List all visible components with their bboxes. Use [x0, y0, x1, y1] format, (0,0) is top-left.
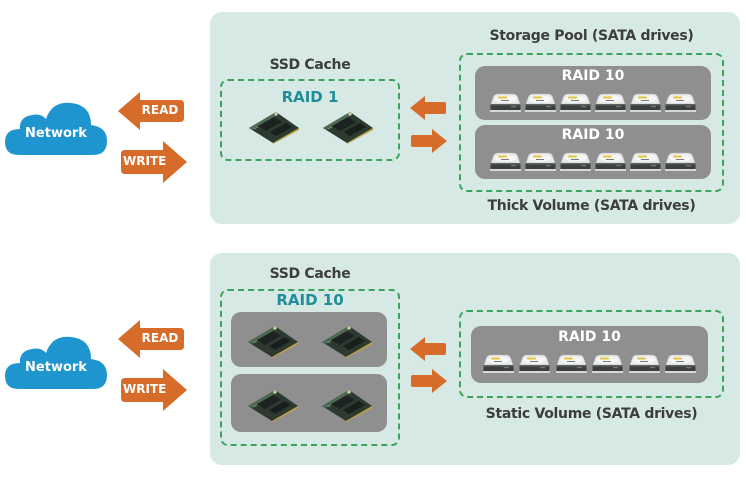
sata-hard-drive-icon: [559, 151, 592, 173]
ssd-group: [231, 374, 387, 432]
volume-title: Thick Volume (SATA drives): [487, 198, 696, 214]
write-arrow: WRITE: [121, 369, 187, 411]
network-label: Network: [25, 360, 87, 375]
ssd-raid-label: RAID 10: [276, 291, 344, 309]
raid-group-label: RAID 10: [561, 127, 625, 143]
sata-hard-drive-icon: [594, 92, 627, 114]
sata-hard-drive-icon: [591, 353, 624, 375]
write-label: WRITE: [123, 382, 167, 396]
ssd-drive-icon: [245, 324, 301, 358]
ssd-cache-box: [220, 79, 400, 161]
sata-hard-drive-icon: [482, 353, 515, 375]
ssd-drive-icon: [246, 110, 302, 144]
raid-group: RAID 10: [475, 125, 711, 179]
sata-hard-drive-icon: [524, 92, 557, 114]
ssd-drive-icon: [245, 388, 301, 422]
ssd-drive-icon: [319, 324, 375, 358]
sata-hard-drive-icon: [664, 151, 697, 173]
volume-title: Static Volume (SATA drives): [485, 406, 698, 422]
ssd-raid-label: RAID 1: [281, 88, 339, 106]
sata-hard-drive-icon: [518, 353, 551, 375]
ssd-cache-title: SSD Cache: [269, 57, 351, 73]
ssd-drive-icon: [319, 388, 375, 422]
static-volume-box: [459, 310, 724, 398]
ssd-group: [231, 312, 387, 367]
ssd-drive-icon: [320, 110, 376, 144]
read-label: READ: [141, 331, 179, 345]
network-cloud: Network: [5, 333, 107, 389]
storage-pool-title: Storage Pool (SATA drives): [489, 28, 694, 44]
ssd-cache-box: [220, 289, 400, 446]
sata-hard-drive-icon: [489, 151, 522, 173]
raid-group-label: RAID 10: [561, 68, 625, 84]
sata-hard-drive-icon: [629, 151, 662, 173]
raid-group: RAID 10: [471, 326, 708, 383]
sata-hard-drive-icon: [629, 92, 662, 114]
ssd-cache-title: SSD Cache: [269, 266, 351, 282]
write-arrow: WRITE: [121, 141, 187, 183]
network-label: Network: [25, 126, 87, 141]
write-label: WRITE: [123, 154, 167, 168]
arrow-right-icon: [411, 369, 447, 393]
read-label: READ: [141, 103, 179, 117]
sata-hard-drive-icon: [594, 151, 627, 173]
sata-hard-drive-icon: [664, 353, 697, 375]
read-arrow: READ: [118, 320, 184, 358]
read-arrow: READ: [118, 92, 184, 130]
arrow-left-icon: [410, 96, 446, 120]
arrow-left-icon: [410, 337, 446, 361]
sata-hard-drive-icon: [559, 92, 592, 114]
arrow-right-icon: [411, 129, 447, 153]
storage-pool-box: [459, 53, 724, 192]
raid-group: RAID 10: [475, 66, 711, 120]
sata-hard-drive-icon: [524, 151, 557, 173]
network-cloud: Network: [5, 99, 107, 155]
sata-hard-drive-icon: [489, 92, 522, 114]
sata-hard-drive-icon: [664, 92, 697, 114]
sata-hard-drive-icon: [628, 353, 661, 375]
sata-hard-drive-icon: [555, 353, 588, 375]
raid-group-label: RAID 10: [558, 329, 621, 345]
